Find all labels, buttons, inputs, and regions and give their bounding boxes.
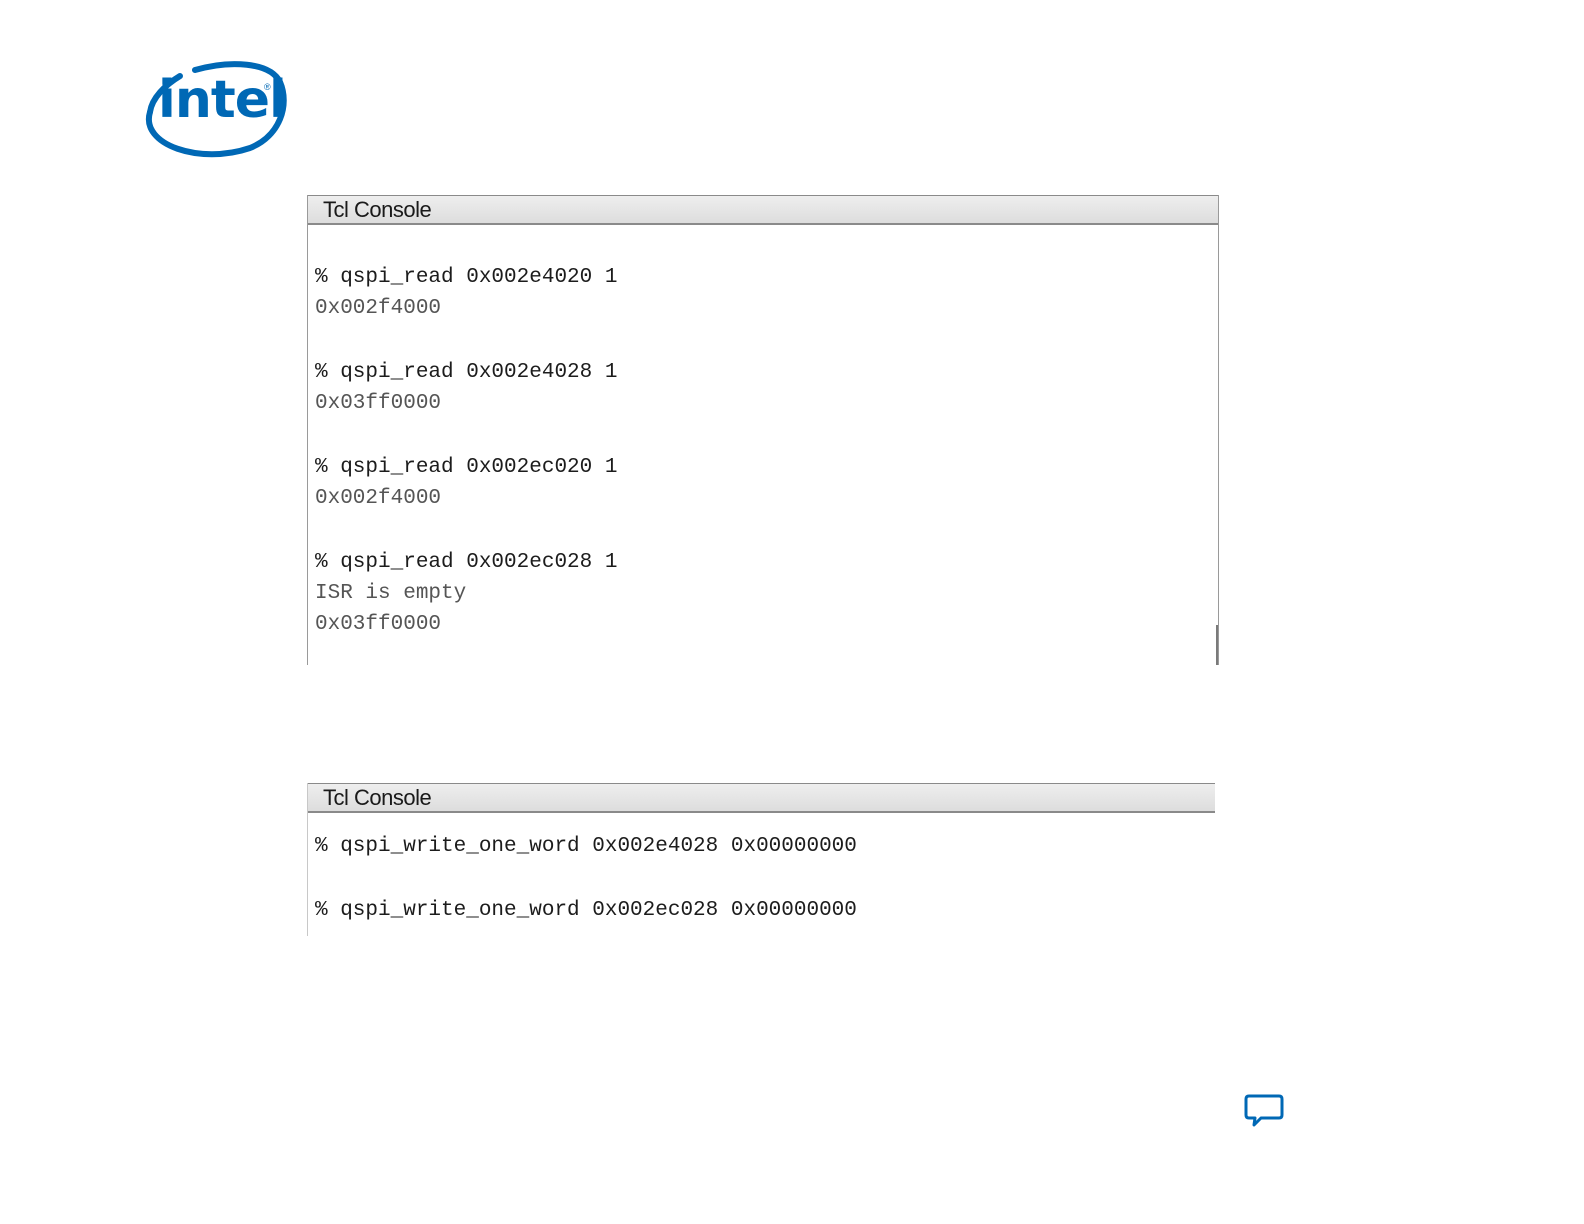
- tcl-console-write: Tcl Console % qspi_write_one_word 0x002e…: [307, 783, 1215, 936]
- console-line: 0x03ff0000: [315, 612, 441, 638]
- speech-bubble-icon: [1243, 1093, 1285, 1131]
- tcl-console-read: Tcl Console % qspi_read 0x002e4020 1 0x0…: [307, 195, 1219, 665]
- console-line: 0x03ff0000: [315, 391, 441, 417]
- console-line: % qspi_read 0x002ec028 1: [315, 550, 617, 576]
- intel-logo: intel ®: [140, 60, 290, 160]
- console-title: Tcl Console: [308, 783, 1215, 813]
- console-line: % qspi_write_one_word 0x002ec028 0x00000…: [315, 898, 857, 924]
- scrollbar[interactable]: [1216, 625, 1218, 665]
- console-line: 0x002f4000: [315, 296, 441, 322]
- console-title: Tcl Console: [308, 195, 1218, 225]
- feedback-button[interactable]: [1243, 1093, 1285, 1131]
- console-line: % qspi_read 0x002e4020 1: [315, 265, 617, 291]
- console-line: ISR is empty: [315, 581, 466, 607]
- console-line: % qspi_write_one_word 0x002e4028 0x00000…: [315, 834, 857, 860]
- registered-mark: ®: [264, 82, 271, 92]
- console-line: % qspi_read 0x002ec020 1: [315, 455, 617, 481]
- console-line: 0x002f4000: [315, 486, 441, 512]
- console-line: % qspi_read 0x002e4028 1: [315, 360, 617, 386]
